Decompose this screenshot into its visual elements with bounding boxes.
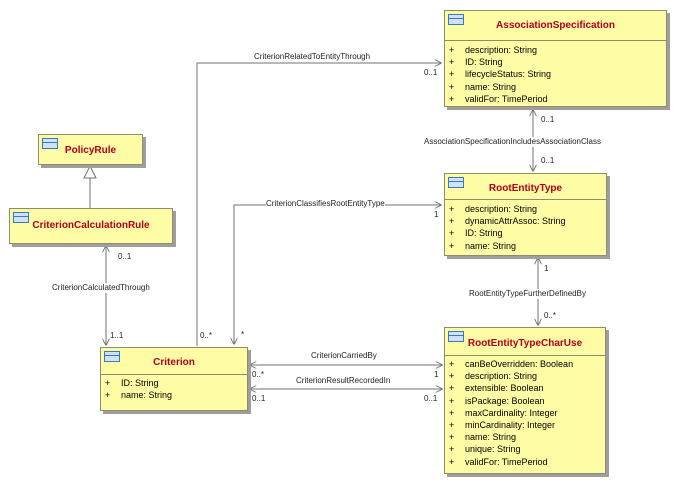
attribute: +validFor: TimePeriod — [449, 93, 548, 104]
class-divider — [101, 374, 247, 375]
class-divider — [445, 40, 666, 41]
class-name: PolicyRule — [64, 145, 117, 156]
attribute: +name: String — [105, 390, 173, 401]
multiplicity: 0..1 — [424, 68, 438, 77]
class-divider — [445, 199, 606, 200]
association-label-related-to-entity: CriterionRelatedToEntityThrough — [254, 52, 371, 62]
class-criterion[interactable]: Criterion +ID: String +name: String — [100, 347, 248, 411]
attribute: +dynamicAttrAssoc: String — [449, 216, 566, 227]
class-policy-rule[interactable]: PolicyRule — [38, 134, 143, 165]
multiplicity: 0..* — [252, 370, 265, 379]
association-label-result-recorded-in: CriterionResultRecordedIn — [296, 376, 391, 386]
attribute: +unique: String — [449, 444, 521, 455]
attribute: +isPackage: Boolean — [449, 395, 545, 406]
class-icon — [42, 138, 58, 149]
class-icon — [13, 212, 29, 223]
association-label-carried-by: CriterionCarriedBy — [311, 351, 377, 361]
class-root-entity-type[interactable]: RootEntityType +description: String +dyn… — [444, 173, 607, 256]
class-icon — [448, 177, 464, 188]
attribute: +lifecycleStatus: String — [449, 69, 552, 80]
attribute: +name: String — [449, 240, 517, 251]
attribute-list: +ID: String +name: String — [105, 377, 245, 401]
multiplicity: 0..* — [544, 311, 557, 320]
attribute: +minCardinality: Integer — [449, 419, 556, 430]
attribute: +validFor: TimePeriod — [449, 456, 548, 467]
class-icon — [448, 14, 464, 25]
multiplicity: 1 — [434, 370, 439, 379]
class-name: RootEntityType — [488, 183, 563, 194]
attribute: +maxCardinality: Integer — [449, 407, 558, 418]
attribute: +canBeOverridden: Boolean — [449, 359, 574, 369]
association-label-further-defined-by: RootEntityTypeFurtherDefinedBy — [469, 289, 586, 299]
class-name: AssociationSpecification — [496, 20, 615, 31]
attribute-list: +description: String +dynamicAttrAssoc: … — [449, 203, 604, 252]
class-name: RootEntityTypeCharUse — [467, 338, 583, 349]
class-criterion-calculation-rule[interactable]: CriterionCalculationRule — [9, 208, 173, 244]
generalization-arrowhead — [83, 164, 97, 179]
attribute: +ID: String — [449, 228, 503, 239]
class-icon — [104, 351, 120, 362]
attribute: +description: String — [449, 371, 538, 382]
multiplicity: 0..1 — [118, 252, 132, 261]
attribute: +ID: String — [449, 57, 503, 68]
attribute: +description: String — [449, 204, 538, 214]
attribute: +ID: String — [105, 378, 159, 388]
class-association-specification[interactable]: AssociationSpecification +description: S… — [444, 10, 667, 107]
multiplicity: 0..1 — [252, 394, 266, 403]
class-root-entity-type-char-use[interactable]: RootEntityTypeCharUse +canBeOverridden: … — [444, 327, 606, 474]
multiplicity: 1 — [434, 210, 439, 219]
class-name: Criterion — [153, 357, 195, 368]
attribute-list: +description: String +ID: String +lifecy… — [449, 44, 664, 105]
attribute: +description: String — [449, 45, 538, 55]
edge-classifies-root — [234, 205, 441, 344]
multiplicity: 1..1 — [110, 331, 124, 340]
multiplicity: * — [241, 330, 245, 339]
multiplicity: 0..1 — [541, 115, 555, 124]
attribute: +name: String — [449, 81, 517, 92]
edge-related-to-entity — [196, 63, 441, 346]
attribute: +extensible: Boolean — [449, 383, 544, 394]
class-name: CriterionCalculationRule — [32, 220, 150, 231]
association-label-calculated-through: CriterionCalculatedThrough — [52, 283, 150, 293]
attribute: +name: String — [449, 432, 517, 443]
multiplicity: 0..1 — [424, 394, 438, 403]
association-label-classifies-root: CriterionClassifiesRootEntityType — [266, 199, 385, 209]
multiplicity: 0..1 — [541, 156, 555, 165]
association-label-includes-assoc-class: AssociationSpecificationIncludesAssociat… — [424, 137, 601, 147]
multiplicity: 1 — [544, 264, 549, 273]
attribute-list: +canBeOverridden: Boolean +description: … — [449, 358, 603, 468]
class-icon — [448, 331, 464, 342]
multiplicity: 0..* — [200, 331, 213, 340]
class-divider — [445, 355, 605, 356]
